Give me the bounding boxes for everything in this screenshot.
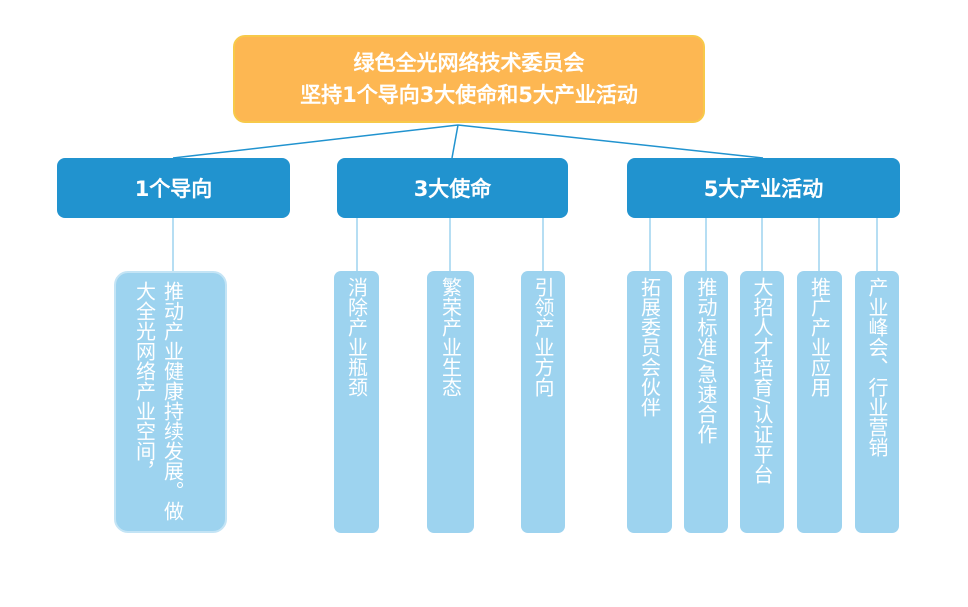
leaf-text: 推广产业应用	[807, 277, 832, 397]
leaf-text: 拓展委员会伙伴	[637, 277, 662, 417]
leaf-activity-4: 推广产业应用	[797, 271, 842, 533]
leaf-text: 推动标准/急速合作	[694, 277, 718, 444]
leaf-mission-3: 引领产业方向	[521, 271, 565, 533]
root-node: 绿色全光网络技术委员会 坚持1个导向3大使命和5大产业活动	[233, 35, 705, 123]
leaf-orientation-item: 推动产业健康持续发展。做大全光网络产业空间，	[114, 271, 227, 533]
leaf-text: 消除产业瓶颈	[344, 277, 369, 397]
group-orientation: 1个导向	[57, 158, 290, 218]
root-subtitle: 坚持1个导向3大使命和5大产业活动	[300, 83, 638, 107]
group-activities: 5大产业活动	[627, 158, 900, 218]
leaf-activity-2: 推动标准/急速合作	[684, 271, 728, 533]
leaf-activity-5: 产业峰会、行业营销	[855, 271, 899, 533]
leaf-activity-1: 拓展委员会伙伴	[627, 271, 672, 533]
leaf-text: 推动产业健康持续发展。做大全光网络产业空间，	[132, 281, 185, 521]
connector-root-g3	[457, 124, 764, 159]
root-title: 绿色全光网络技术委员会	[353, 51, 585, 75]
leaf-mission-1: 消除产业瓶颈	[334, 271, 379, 533]
leaf-mission-2: 繁荣产业生态	[427, 271, 474, 533]
leaf-text: 引领产业方向	[531, 277, 555, 397]
leaf-text: 产业峰会、行业营销	[865, 277, 889, 457]
group-missions: 3大使命	[337, 158, 568, 218]
connector-root-g2	[451, 124, 459, 159]
leaf-text: 大招人才培育/认证平台	[750, 277, 774, 484]
leaf-activity-3: 大招人才培育/认证平台	[740, 271, 784, 533]
leaf-text: 繁荣产业生态	[438, 277, 463, 397]
connector-root-g1	[172, 124, 459, 159]
